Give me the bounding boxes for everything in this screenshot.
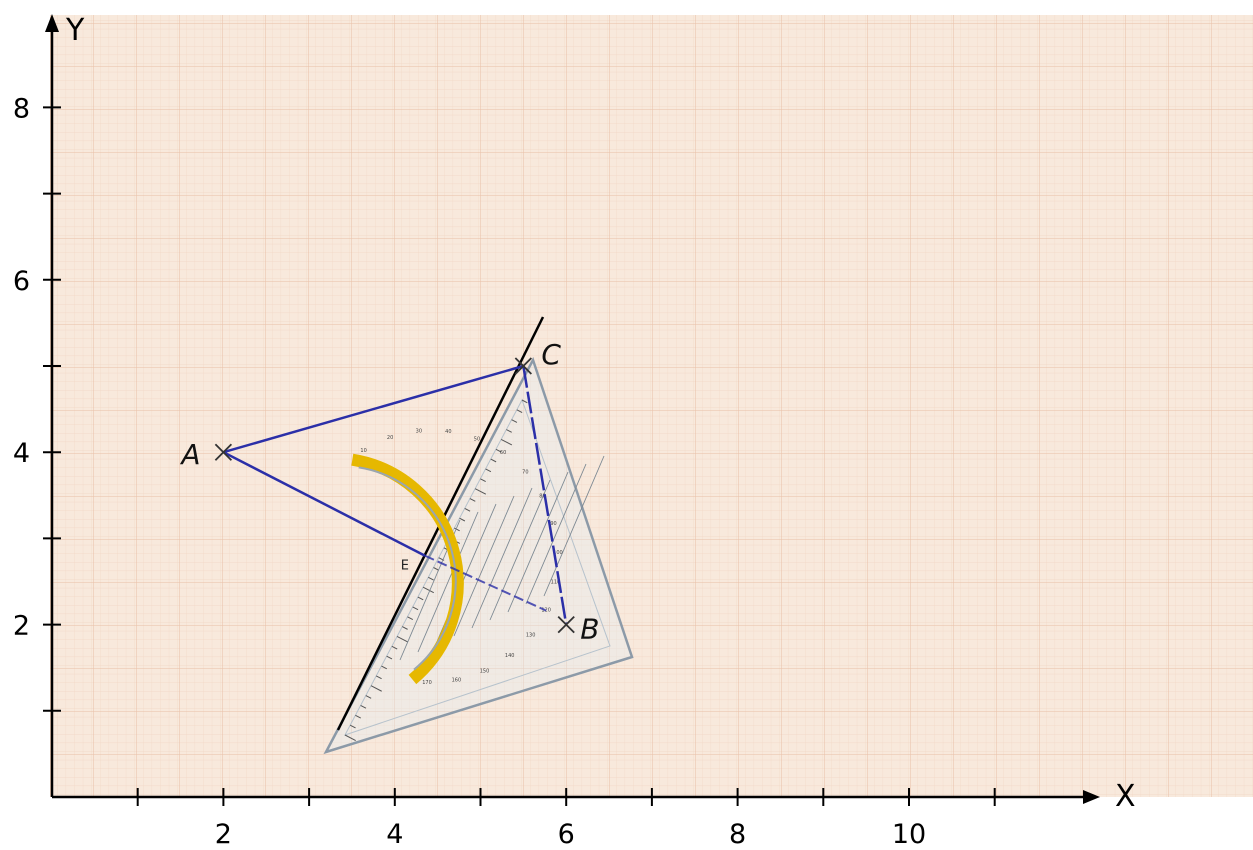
- hatch-line: [525, 463, 587, 605]
- protractor-scale-number: 110: [551, 579, 561, 585]
- point-label-C: C: [541, 338, 561, 371]
- protractor-scale-number: 30: [416, 429, 422, 435]
- ruler-tick: [376, 675, 382, 680]
- protractor-scale-number: 40: [445, 429, 451, 435]
- ruler-tick: [402, 626, 408, 630]
- segment-CB: [522, 365, 568, 625]
- protractor-scale-number: 150: [480, 669, 490, 675]
- ruler-tick: [506, 429, 512, 433]
- ruler-tick: [454, 527, 460, 532]
- point-label-A: A: [179, 438, 200, 471]
- y-tick-label: 8: [13, 93, 30, 124]
- hatch-line: [543, 455, 605, 597]
- ruler-tick: [365, 695, 372, 699]
- point-marker-C: [514, 357, 532, 375]
- ruler-tick: [495, 448, 502, 453]
- points: A B C E: [179, 338, 599, 646]
- ruler-tick: [412, 606, 419, 611]
- geo-triangle: 1020304050607080901001101201301401501601…: [323, 316, 634, 755]
- y-tick-label: 2: [13, 611, 30, 642]
- protractor-scale-number: 140: [505, 653, 515, 659]
- hatch-line: [453, 495, 515, 637]
- protractor-inner-arc: [358, 466, 457, 671]
- hatch-line: [507, 471, 569, 613]
- ruler-tick: [391, 645, 398, 650]
- x-axis-arrow: [1083, 790, 1100, 804]
- protractor-scale-number: 160: [452, 678, 462, 684]
- ruler-tick: [370, 685, 382, 692]
- point-marker-A: [214, 443, 233, 461]
- protractor-scale-number: 100: [553, 550, 563, 556]
- ruler-tick: [355, 714, 361, 719]
- x-tick-label: 2: [215, 819, 232, 850]
- protractor-scale-number: 20: [387, 435, 393, 441]
- y-tick-label: 4: [13, 438, 30, 469]
- ruler-tick: [469, 498, 476, 502]
- hatch-line: [489, 479, 551, 621]
- ruler-tick: [386, 655, 393, 660]
- ruler-tick: [516, 409, 523, 414]
- protractor-arc: [351, 453, 464, 685]
- ruler-tick: [344, 734, 356, 741]
- ruler-tick: [360, 704, 367, 709]
- axes: X Y 2 4 6 8 10 2 4 6 8: [13, 13, 1136, 850]
- x-axis-label: X: [1115, 779, 1136, 814]
- ruler-tick: [396, 636, 408, 643]
- point-label-E: E: [401, 559, 409, 574]
- ruler-tick: [521, 399, 528, 404]
- ruler-tick: [485, 468, 492, 473]
- segment-EB: [424, 554, 547, 612]
- protractor-scale-number: 10: [360, 448, 366, 454]
- ruler-tick: [433, 567, 440, 571]
- x-tick-label: 6: [558, 819, 575, 850]
- point-label-B: B: [580, 613, 599, 646]
- ruler-tick: [511, 419, 518, 423]
- ruler-tick: [407, 616, 414, 620]
- segment-AC: [223, 364, 524, 454]
- ruler-tick: [459, 517, 466, 522]
- y-axis-arrow: [45, 14, 59, 32]
- ruler-tick: [381, 665, 388, 670]
- ruler-tick: [490, 458, 497, 463]
- x-tick-label: 8: [729, 819, 746, 850]
- ruler-tick: [428, 576, 434, 581]
- ruler-tick: [422, 586, 434, 594]
- x-tick-label: 10: [892, 819, 926, 850]
- segment-AE: [222, 451, 426, 557]
- protractor-scale-number: 70: [522, 469, 528, 475]
- x-tick-label: 4: [386, 819, 403, 850]
- hatch-line: [417, 511, 479, 653]
- hatch-line: [471, 487, 533, 629]
- protractor-scale-number: 170: [422, 680, 432, 686]
- protractor-scale-number: 90: [550, 521, 556, 527]
- protractor-scale-number: 80: [539, 493, 545, 499]
- protractor-scale-number: 130: [526, 632, 536, 638]
- point-marker-B: [557, 615, 575, 634]
- protractor-scale-number: 50: [474, 436, 480, 442]
- y-axis-label: Y: [65, 13, 85, 48]
- ruler-tick: [474, 488, 487, 495]
- ruler-tick: [480, 478, 486, 483]
- segments: [222, 364, 568, 625]
- protractor-scale-number: 60: [500, 450, 506, 456]
- ruler-tick: [417, 596, 424, 601]
- ruler-tick: [464, 507, 471, 512]
- y-tick-label: 6: [13, 266, 30, 297]
- ruler-tick: [500, 438, 513, 446]
- ruler-tick: [349, 724, 356, 729]
- graph-paper-grid: [50, 15, 1253, 797]
